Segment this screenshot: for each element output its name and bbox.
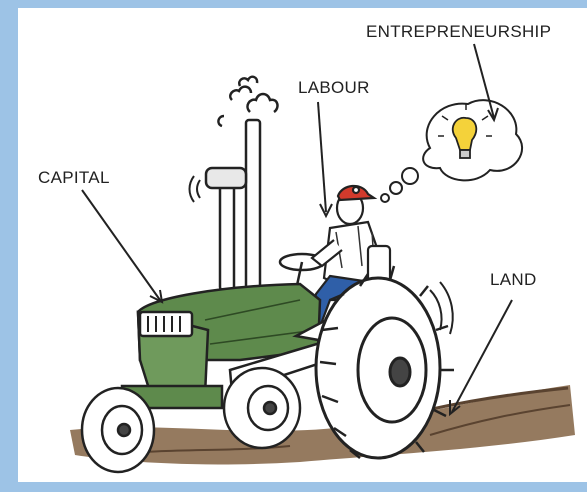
middle-wheel	[224, 368, 300, 448]
label-land: LAND	[490, 270, 537, 290]
thought-bubble	[381, 100, 522, 202]
smoke-puffs	[218, 77, 277, 126]
arrow-capital	[82, 190, 160, 300]
arrow-labour	[318, 102, 326, 212]
label-labour: LABOUR	[298, 78, 370, 98]
label-capital: CAPITAL	[38, 168, 110, 188]
front-wheel	[82, 388, 154, 472]
label-entrepreneurship: ENTREPRENEURSHIP	[366, 22, 551, 42]
exhaust-pipes	[206, 120, 260, 290]
